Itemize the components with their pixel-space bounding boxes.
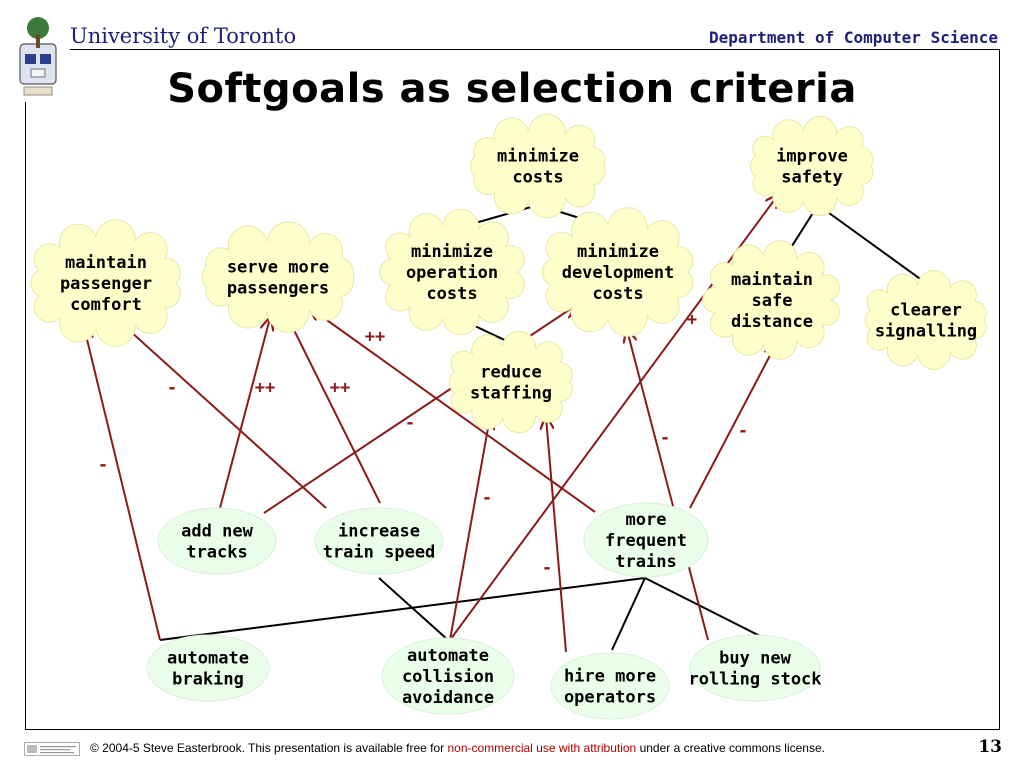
reduce-staffing-label: staffing	[470, 384, 552, 404]
license-link[interactable]: non-commercial use with attribution	[447, 741, 637, 755]
footer-license-text: © 2004-5 Steve Easterbrook. This present…	[90, 741, 825, 755]
serve-more-passengers-label: passengers	[227, 279, 329, 299]
creative-commons-badge	[24, 742, 80, 756]
improve-safety-label: safety	[781, 168, 842, 188]
minimize-operation-costs-label: minimize	[411, 242, 493, 262]
contribution-label: ++	[255, 378, 275, 398]
minimize-costs-softgoal	[470, 113, 606, 219]
automate-collision-avoidance-label: automate	[407, 646, 489, 666]
decomposition-line	[817, 204, 931, 287]
minimize-costs-label: costs	[512, 168, 563, 188]
minimize-development-costs-label: development	[562, 263, 675, 283]
decomposition-line	[611, 577, 646, 651]
contribution-arrow	[288, 318, 381, 504]
contribution-label: -	[482, 488, 492, 508]
contribution-label: ++	[330, 378, 350, 398]
clearer-signalling-label: clearer	[890, 301, 962, 321]
page-number: 13	[978, 737, 1002, 757]
increase-train-speed-task	[314, 507, 444, 575]
frame-left-rule	[25, 102, 26, 729]
frame-right-rule	[999, 49, 1000, 729]
university-crest-logo	[19, 17, 57, 96]
contribution-arrow	[84, 327, 161, 641]
contribution-label: ++	[365, 327, 385, 347]
clearer-signalling-label: signalling	[875, 322, 977, 342]
hire-more-operators-task	[550, 652, 670, 720]
hire-more-operators-label: hire more	[564, 667, 656, 687]
automate-collision-avoidance-label: avoidance	[402, 688, 494, 708]
minimize-operation-costs-softgoal	[379, 208, 526, 336]
minimize-development-costs-softgoal	[542, 207, 694, 337]
contribution-arrow	[689, 344, 776, 509]
increase-train-speed-label: train speed	[323, 543, 436, 563]
university-name: University of Toronto	[70, 24, 297, 48]
minimize-development-costs-label: costs	[592, 284, 643, 304]
buy-new-rolling-stock-label: buy new	[719, 649, 791, 669]
more-frequent-trains-label: more	[626, 510, 667, 530]
buy-new-rolling-stock-task	[689, 634, 821, 702]
contribution-arrow	[449, 417, 490, 641]
contribution-label: +	[687, 310, 697, 330]
automate-collision-avoidance-task	[381, 637, 515, 715]
automate-collision-avoidance-label: collision	[402, 667, 494, 687]
contribution-label: -	[738, 421, 748, 441]
decomposition-line	[159, 577, 646, 641]
buy-new-rolling-stock-label: rolling stock	[688, 670, 821, 690]
minimize-operation-costs-label: costs	[426, 284, 477, 304]
more-frequent-trains-task	[583, 502, 709, 578]
reduce-staffing-label: reduce	[480, 363, 541, 383]
contribution-arrow	[310, 308, 596, 513]
improve-safety-label: improve	[776, 147, 848, 167]
contribution-arrow	[219, 318, 270, 509]
contribution-label: -	[660, 428, 670, 448]
maintain-safe-distance-label: distance	[731, 312, 813, 332]
maintain-passenger-comfort-softgoal	[30, 219, 181, 347]
improve-safety-softgoal	[749, 115, 874, 217]
department-name: Department of Computer Science	[709, 28, 998, 47]
contribution-label: -	[405, 413, 415, 433]
decomposition-line	[644, 577, 761, 637]
maintain-passenger-comfort-label: comfort	[70, 295, 142, 315]
contribution-arrow	[120, 322, 327, 509]
maintain-safe-distance-label: maintain	[731, 270, 813, 290]
minimize-costs-label: minimize	[497, 147, 579, 167]
increase-train-speed-label: increase	[338, 522, 420, 542]
footer-suffix: under a creative commons license.	[636, 741, 825, 755]
serve-more-passengers-softgoal	[201, 221, 355, 333]
maintain-safe-distance-softgoal	[702, 240, 840, 360]
automate-braking-label: braking	[172, 670, 244, 690]
add-new-tracks-label: tracks	[186, 543, 247, 563]
slide-title: Softgoals as selection criteria	[167, 66, 857, 112]
add-new-tracks-task	[157, 507, 277, 575]
add-new-tracks-label: add new	[181, 522, 253, 542]
contribution-label: -	[542, 558, 552, 578]
header-rule	[70, 49, 1000, 50]
automate-braking-label: automate	[167, 649, 249, 669]
maintain-passenger-comfort-label: passenger	[60, 274, 152, 294]
maintain-safe-distance-label: safe	[752, 291, 793, 311]
footer-copyright: © 2004-5 Steve Easterbrook. This present…	[90, 741, 448, 755]
minimize-operation-costs-label: operation	[406, 263, 498, 283]
serve-more-passengers-label: serve more	[227, 258, 329, 278]
hire-more-operators-label: operators	[564, 688, 656, 708]
contribution-label: -	[167, 378, 177, 398]
footer-rule	[25, 729, 1000, 730]
maintain-passenger-comfort-label: maintain	[65, 253, 147, 273]
contribution-arrow	[546, 417, 567, 653]
reduce-staffing-softgoal	[448, 330, 573, 434]
more-frequent-trains-label: trains	[615, 552, 676, 572]
decomposition-line	[378, 577, 449, 641]
more-frequent-trains-label: frequent	[605, 531, 687, 551]
clearer-signalling-softgoal	[864, 270, 987, 370]
automate-braking-task	[146, 634, 270, 702]
minimize-development-costs-label: minimize	[577, 242, 659, 262]
contribution-arrow	[627, 330, 709, 641]
contribution-label: -	[98, 455, 108, 475]
